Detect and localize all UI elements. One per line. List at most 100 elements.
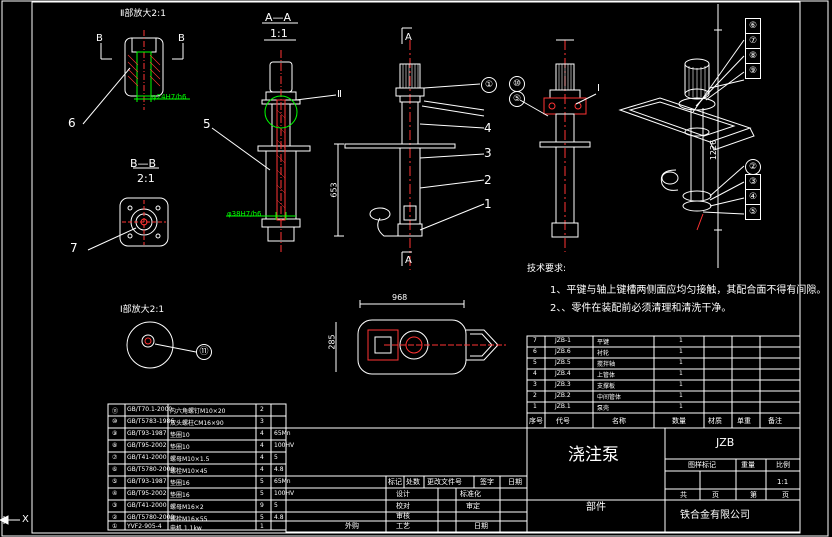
callout-7-left: 7	[70, 241, 78, 255]
callout-4-front: 4	[484, 121, 492, 135]
parts-cell-name: 搅拌轴	[597, 361, 616, 368]
std-cell-code: GB/T41-2000	[127, 454, 167, 461]
side-view	[519, 39, 597, 252]
tb-mark: 标记	[388, 478, 402, 486]
parts-hdr-no: 序号	[529, 417, 543, 425]
std-cell-name: 螺母M10×1.5	[170, 456, 210, 463]
parts-cell-no: 7	[533, 337, 537, 344]
callout-5-left: 5	[203, 117, 211, 131]
parts-table-row: 3 JZB.3 支撑板 1	[527, 380, 807, 391]
std-cell-name: 螺母M16×2	[170, 504, 204, 511]
section-bb-scale: 2:1	[137, 172, 155, 185]
std-cell-code: GB/T70.1-2000	[127, 406, 173, 413]
section-b-mark-left: B	[96, 33, 103, 44]
parts-cell-qty: 1	[679, 359, 683, 366]
callout-2-iso: ②	[745, 159, 761, 175]
parts-hdr-unit-wt: 单重	[737, 417, 751, 425]
std-cell-mat: 5	[274, 454, 278, 461]
std-cell-no: ④	[112, 490, 118, 497]
std-cell-code: GB/T93-1987	[127, 478, 167, 485]
roman-2-mark: Ⅱ	[337, 89, 342, 100]
std-cell-qty: 5	[260, 478, 264, 485]
std-cell-mat: 4.8	[274, 514, 284, 521]
parts-cell-qty: 1	[679, 337, 683, 344]
std-cell-no: ⑩	[112, 418, 118, 425]
section-bb-title: B—B	[130, 157, 157, 170]
parts-cell-qty: 1	[679, 381, 683, 388]
parts-cell-name: 平键	[597, 339, 610, 346]
std-cell-no: ②	[112, 514, 118, 521]
section-aa-title: A—A	[265, 11, 292, 24]
std-cell-no: ⑧	[112, 442, 118, 449]
sheet-no-label: 第	[750, 491, 757, 499]
sheet-total-unit: 页	[712, 491, 719, 499]
parts-cell-no: 5	[533, 359, 537, 366]
parts-hdr-material: 材质	[708, 417, 722, 425]
std-cell-code: GB/T93-1987	[127, 430, 167, 437]
std-cell-qty: 1	[260, 523, 264, 530]
sheet-no-unit: 页	[782, 491, 789, 499]
parts-hdr-note: 备注	[768, 417, 782, 425]
callout-2-front: 2	[484, 173, 492, 187]
std-cell-code: GB/T95-2002	[127, 442, 167, 449]
tb-process: 工艺	[396, 522, 410, 530]
parts-cell-name: 支撑板	[597, 383, 616, 390]
parts-hdr-code: 代号	[556, 417, 570, 425]
tech-req-title: 技术要求:	[527, 264, 567, 274]
tb-check: 校对	[396, 502, 410, 510]
std-cell-no: ①	[112, 523, 118, 530]
std-cell-mat: 4.8	[274, 466, 284, 473]
section-aa-scale: 1:1	[270, 27, 288, 40]
tech-req-line-1: 1、平键与轴上键槽两侧面应均匀接触，其配合面不得有间隙。	[550, 285, 827, 296]
parts-cell-code: JZB.4	[555, 370, 571, 377]
callout-4-iso: ④	[745, 189, 761, 205]
std-cell-qty: 4	[260, 454, 264, 461]
parts-cell-no: 2	[533, 392, 537, 399]
scale-value: 1:1	[777, 478, 789, 486]
std-cell-mat: 5	[274, 502, 278, 509]
ucs-x-label: X	[22, 514, 29, 525]
parts-cell-name: 衬轮	[597, 350, 610, 357]
parts-cell-code: JZB.1	[555, 403, 571, 410]
callout-5-iso: ⑤	[745, 204, 761, 220]
std-cell-mat: 100HV	[274, 490, 295, 497]
tech-req-line-2: 2、、零件在装配前必须清理和清洗干净。	[550, 303, 732, 314]
parts-cell-no: 3	[533, 381, 537, 388]
stage-hdr-scale: 比例	[776, 461, 790, 469]
std-cell-qty: 4	[260, 466, 264, 473]
tb-date-2: 日期	[474, 522, 488, 530]
parts-cell-qty: 1	[679, 403, 683, 410]
parts-cell-no: 6	[533, 348, 537, 355]
roman-1-mark: Ⅰ	[597, 83, 600, 94]
tb-count: 处数	[406, 478, 420, 486]
std-cell-no: ⑨	[112, 430, 118, 437]
parts-cell-qty: 1	[679, 392, 683, 399]
callout-3-front: 3	[484, 146, 492, 160]
callout-11-detail: ⑪	[196, 344, 212, 360]
parts-cell-code: JZB.3	[555, 381, 571, 388]
parts-cell-qty: 1	[679, 370, 683, 377]
unit-type: 部件	[586, 502, 606, 513]
std-cell-code: GB/T41-2000	[127, 502, 167, 509]
std-cell-code: GB/T5783-1986	[127, 418, 175, 425]
stage-hdr-weight: 重量	[741, 461, 755, 469]
parts-hdr-name: 名称	[612, 417, 626, 425]
tb-date: 日期	[508, 478, 522, 486]
section-a-mark-top: A	[405, 32, 412, 43]
stage-hdr-mark: 图样标记	[688, 461, 716, 469]
top-view	[335, 300, 506, 375]
callout-10-side: ⑩	[509, 76, 525, 92]
ucs-axis-icon	[0, 515, 20, 525]
